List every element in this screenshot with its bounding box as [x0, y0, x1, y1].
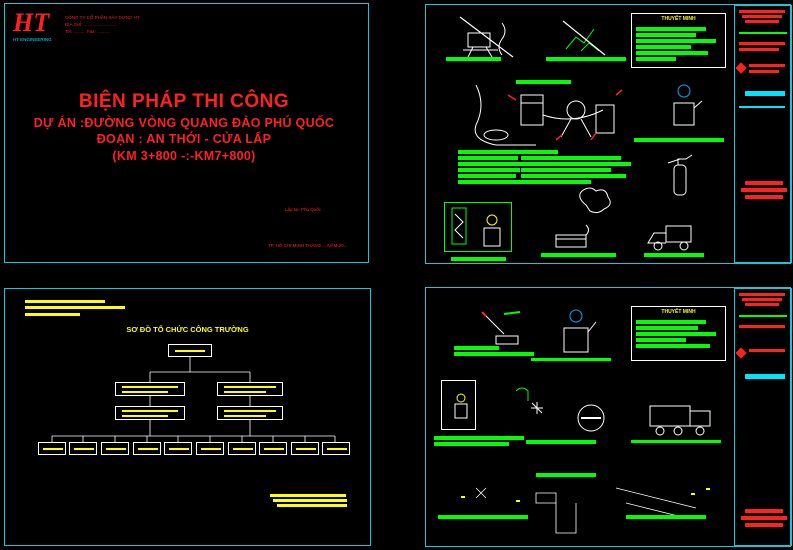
text-bar: [458, 150, 558, 154]
company-logo: HT: [13, 8, 50, 37]
description-box: THUYẾT MINH: [631, 306, 726, 361]
caption-bar: [626, 515, 706, 519]
text-bar: [521, 168, 611, 172]
caption-bar: [454, 352, 534, 356]
org-chart-sheet[interactable]: SƠ ĐỒ TỔ CHỨC CÔNG TRƯỜNG: [4, 288, 371, 546]
org-box-mid-right[interactable]: [217, 382, 283, 396]
cover-km: (KM 3+800 -:-KM7+800): [112, 149, 256, 163]
org-box-sub-right[interactable]: [217, 406, 283, 420]
text-bar: [521, 174, 626, 178]
org-team-box[interactable]: [164, 442, 192, 455]
cover-footer: TP. HỒ CHÍ MINH THÁNG ... NĂM 20...: [268, 243, 348, 248]
description-title: THUYẾT MINH: [661, 16, 696, 22]
no-touch-wires-icon: [562, 20, 606, 56]
safety-sheet-top[interactable]: THUYẾT MINH: [425, 4, 792, 264]
welder-worker-icon: [673, 84, 703, 126]
caption-bar: [434, 436, 524, 440]
text-bar: [458, 162, 523, 166]
text-bar: [458, 180, 522, 184]
org-box-sub-left[interactable]: [115, 406, 185, 420]
text-bar: [458, 168, 520, 172]
no-electric-icon: [459, 16, 514, 58]
welding-machine-icon: [474, 84, 623, 146]
company-line-3: Tel: .......... Fax: ..........: [65, 29, 110, 34]
org-team-box[interactable]: [291, 442, 319, 455]
org-team-box[interactable]: [38, 442, 66, 455]
caption-bar: [631, 440, 721, 443]
org-connectors: [51, 357, 336, 442]
caption-bar: [434, 442, 509, 446]
welding-booth-icon: [451, 207, 501, 247]
caption-bar: [516, 80, 571, 84]
logo-subtitle: HT ENGINEERING: [13, 37, 52, 42]
caption-bar: [438, 515, 528, 519]
welding-torch-icon: [481, 311, 521, 345]
org-team-box[interactable]: [228, 442, 256, 455]
org-header-bar-3: [25, 313, 80, 316]
description-box: THUYẾT MINH: [631, 13, 726, 68]
safety-worker-icon: [563, 309, 597, 353]
cover-sheet[interactable]: HT HT ENGINEERING CÔNG TY CỔ PHẦN XÂY DỰ…: [4, 3, 369, 263]
booth-worker-icon: [454, 393, 468, 419]
text-bar: [458, 174, 516, 178]
company-line-1: CÔNG TY CỔ PHẦN XÂY DỰNG HT: [65, 15, 140, 20]
caption-bar: [644, 253, 704, 257]
cover-project: DỰ ÁN :ĐƯỜNG VÒNG QUANG ĐẢO PHÚ QUỐC: [33, 116, 335, 130]
org-chart-title: SƠ ĐỒ TỔ CHỨC CÔNG TRƯỜNG: [126, 325, 249, 334]
description-title: THUYẾT MINH: [661, 309, 696, 315]
road-work-scene: [461, 487, 710, 534]
title-block: [734, 288, 792, 546]
org-header-bar-1: [25, 300, 105, 303]
truck-icon: [647, 225, 692, 251]
caption-bar: [454, 346, 499, 350]
org-box-director[interactable]: [168, 344, 212, 357]
org-footer-bar-3: [277, 504, 347, 507]
org-team-box[interactable]: [196, 442, 224, 455]
smoke-machine-icon: [555, 187, 611, 248]
org-team-box[interactable]: [101, 442, 129, 455]
org-footer-bar-1: [270, 494, 346, 497]
fire-extinguisher-icon: [667, 154, 693, 196]
dump-truck-icon: [649, 405, 711, 436]
caption-bar: [546, 57, 626, 61]
text-bar: [458, 156, 518, 160]
cover-note: Lập tại: Phú Quốc: [285, 207, 322, 212]
text-bar: [521, 180, 591, 184]
company-line-2: ĐỊA CHỈ: ...........................: [65, 22, 118, 27]
caption-bar: [451, 257, 506, 261]
org-team-box[interactable]: [322, 442, 350, 455]
welding-booth-frame: [444, 202, 512, 252]
org-box-mid-left[interactable]: [115, 382, 185, 396]
cover-segment: ĐOẠN : AN THỚI - CỬA LẤP: [96, 132, 272, 146]
text-bar: [521, 156, 621, 160]
caption-bar: [634, 138, 724, 142]
org-team-box[interactable]: [259, 442, 287, 455]
cover-title: BIỆN PHÁP THI CÔNG: [78, 91, 290, 112]
no-entry-icon: [577, 404, 605, 432]
org-team-box[interactable]: [69, 442, 97, 455]
safety-sheet-bottom[interactable]: THUYẾT MINH: [425, 287, 792, 547]
caption-bar: [531, 358, 611, 361]
caption-bar: [446, 57, 501, 61]
org-team-box[interactable]: [133, 442, 161, 455]
caption-bar: [541, 253, 616, 257]
caption-bar: [526, 440, 596, 444]
caption-bar: [536, 473, 596, 477]
org-footer-bar-2: [273, 499, 347, 502]
title-block: [734, 5, 792, 263]
spark-icon: [515, 387, 543, 414]
booth-frame: [441, 380, 476, 430]
text-bar: [521, 162, 631, 166]
org-header-bar-2: [25, 306, 125, 309]
